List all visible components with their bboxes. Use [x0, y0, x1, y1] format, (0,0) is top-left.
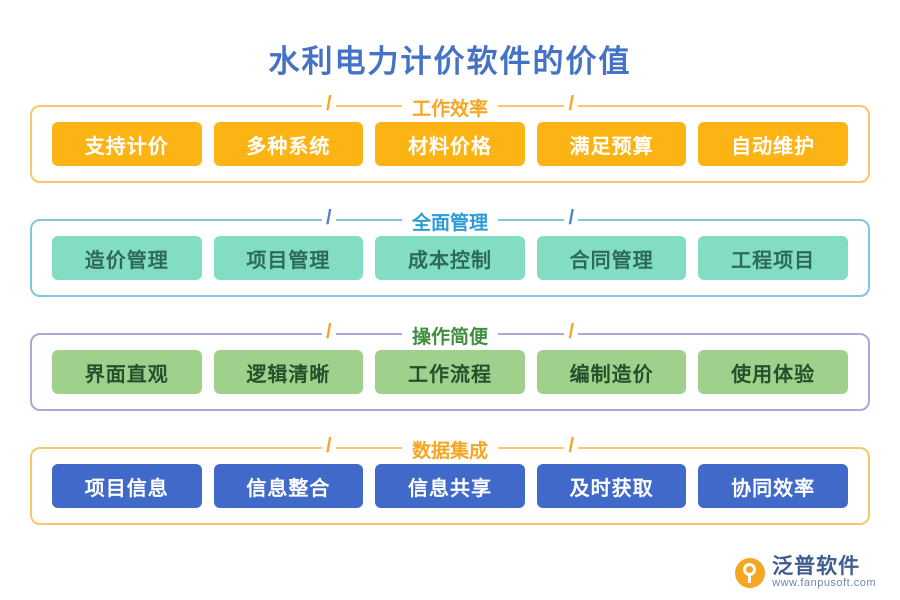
section-box: 造价管理 项目管理 成本控制 合同管理 工程项目 / / 全面管理 — [30, 207, 870, 298]
section-box: 项目信息 信息整合 信息共享 及时获取 协同效率 / / 数据集成 — [30, 435, 870, 526]
section-label: 数据集成 — [401, 436, 499, 464]
chip[interactable]: 多种系统 — [213, 122, 364, 167]
chip[interactable]: 编制造价 — [536, 350, 687, 395]
section-label: 操作简便 — [401, 322, 499, 350]
section-work-efficiency: 支持计价 多种系统 材料价格 满足预算 自动维护 / / 工作效率 — [0, 93, 900, 184]
chip[interactable]: 界面直观 — [52, 350, 202, 395]
chip[interactable]: 项目信息 — [52, 464, 202, 509]
chip[interactable]: 合同管理 — [536, 236, 687, 281]
brand-name: 泛普软件 — [772, 555, 861, 579]
section-easy-operation: 界面直观 逻辑清晰 工作流程 编制造价 使用体验 / / 操作简便 — [0, 321, 900, 412]
divider-slash-left: / — [322, 321, 336, 345]
chip[interactable]: 自动维护 — [698, 122, 848, 167]
section-label: 工作效率 — [401, 94, 499, 122]
chip[interactable]: 工作流程 — [375, 350, 525, 395]
brand-url: www.fanpusoft.com — [772, 577, 876, 590]
brand-logo: 泛普软件 www.fanpusoft.com — [735, 556, 876, 590]
chip[interactable]: 成本控制 — [375, 236, 525, 281]
page-title: 水利电力计价软件的价值 — [268, 44, 632, 79]
chip[interactable]: 支持计价 — [52, 122, 202, 167]
chip[interactable]: 信息整合 — [213, 464, 364, 509]
chip[interactable]: 满足预算 — [536, 122, 687, 167]
chip[interactable]: 造价管理 — [52, 236, 202, 281]
divider-slash-left: / — [322, 435, 336, 459]
divider-slash-right: / — [564, 321, 578, 345]
chip[interactable]: 材料价格 — [375, 122, 525, 167]
section-box: 支持计价 多种系统 材料价格 满足预算 自动维护 / / 工作效率 — [30, 93, 870, 184]
divider-slash-right: / — [564, 93, 578, 117]
section-data-integration: 项目信息 信息整合 信息共享 及时获取 协同效率 / / 数据集成 — [0, 435, 900, 526]
brand-text: 泛普软件 www.fanpusoft.com — [772, 556, 876, 590]
chip[interactable]: 信息共享 — [375, 464, 525, 509]
section-label: 全面管理 — [401, 208, 499, 236]
chip[interactable]: 协同效率 — [698, 464, 848, 509]
divider-slash-right: / — [564, 207, 578, 231]
chip[interactable]: 使用体验 — [698, 350, 848, 395]
chip[interactable]: 及时获取 — [536, 464, 687, 509]
chip[interactable]: 逻辑清晰 — [213, 350, 364, 395]
chip[interactable]: 工程项目 — [698, 236, 848, 281]
section-full-management: 造价管理 项目管理 成本控制 合同管理 工程项目 / / 全面管理 — [0, 207, 900, 298]
divider-slash-left: / — [322, 207, 336, 231]
section-box: 界面直观 逻辑清晰 工作流程 编制造价 使用体验 / / 操作简便 — [30, 321, 870, 412]
chip[interactable]: 项目管理 — [213, 236, 364, 281]
magnifier-icon — [735, 558, 766, 589]
divider-slash-right: / — [564, 435, 578, 459]
divider-slash-left: / — [322, 93, 336, 117]
